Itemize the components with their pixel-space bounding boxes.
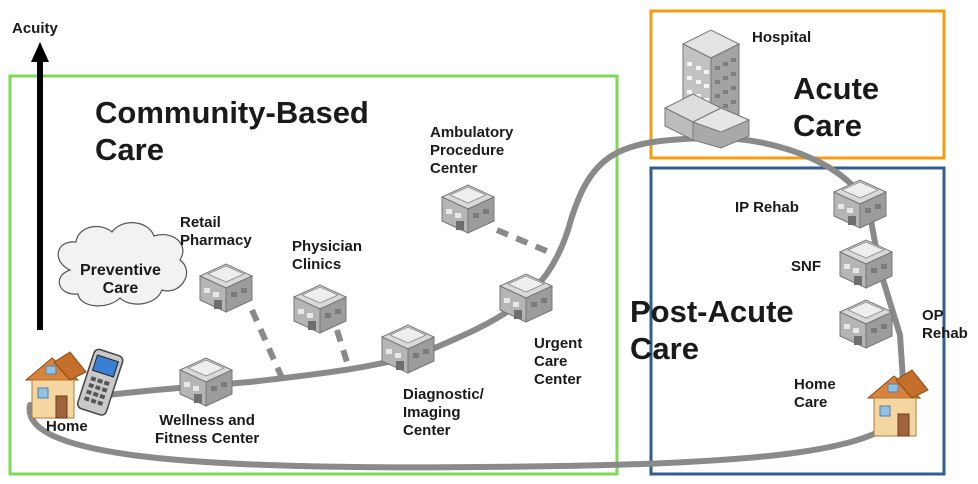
- retail-spur: [249, 308, 285, 380]
- acuity-axis-label: Acuity: [12, 20, 58, 37]
- home-care-house-icon: [867, 369, 929, 437]
- op-rehab-label: OP Rehab: [922, 307, 968, 342]
- home-care-label: Home Care: [794, 376, 836, 411]
- community-region-title: Community-Based Care: [95, 95, 369, 167]
- hospital-tower-icon: [663, 29, 751, 149]
- community-region-box: [8, 74, 619, 476]
- diagnostic-imaging-label: Diagnostic/ Imaging Center: [403, 386, 484, 439]
- physician-clinics-label: Physician Clinics: [292, 238, 363, 273]
- cell-phone-icon: [76, 348, 124, 416]
- acuity-arrowhead: [31, 42, 49, 62]
- wellness-label: Wellness and Fitness Center: [155, 412, 260, 447]
- wellness-center-building-icon: [179, 357, 233, 407]
- postacute-region-title: Post-Acute Care: [630, 294, 794, 366]
- ambulatory-procedure-label: Ambulatory Procedure Center: [430, 124, 514, 177]
- preventive-care-label: Preventive Care: [80, 262, 161, 297]
- ip-rehab-building-icon: [833, 179, 887, 229]
- home-label: Home: [46, 418, 88, 435]
- preventive-care-cloud: [57, 222, 188, 307]
- op-rehab-building-icon: [839, 299, 893, 349]
- diagnostic-imaging-building-icon: [381, 324, 435, 374]
- physician-spur: [334, 329, 353, 373]
- acute-region-title: Acute Care: [793, 71, 880, 143]
- physician-clinics-building-icon: [293, 284, 347, 334]
- ambulatory-procedure-building-icon: [441, 184, 495, 234]
- retail-pharmacy-building-icon: [199, 263, 253, 313]
- snf-label: SNF: [791, 258, 821, 275]
- ip-rehab-label: IP Rehab: [735, 199, 799, 216]
- ambulatory-spur: [495, 227, 558, 258]
- acute-region-box: [649, 9, 946, 160]
- hospital-label: Hospital: [752, 29, 812, 46]
- postacute-region-box: [649, 166, 946, 476]
- home-house-icon: [25, 351, 87, 419]
- retail-pharmacy-label: Retail Pharmacy: [180, 214, 252, 249]
- urgent-care-label: Urgent Care Center: [534, 335, 583, 388]
